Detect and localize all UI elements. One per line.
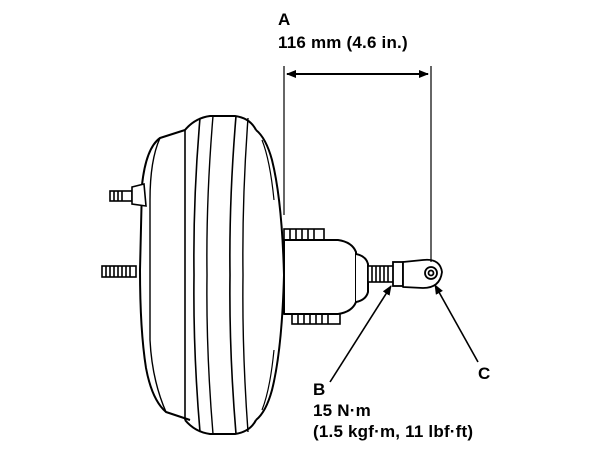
clevis — [402, 258, 443, 289]
booster-rear-shell — [139, 129, 191, 421]
leader-b — [329, 285, 392, 383]
booster-front-shell — [255, 129, 285, 421]
torque-alt-value: (1.5 kgf·m, 11 lbf·ft) — [313, 422, 474, 441]
rear-studs — [101, 182, 147, 278]
booster-rim — [184, 115, 257, 435]
callout-b-letter: B — [313, 380, 326, 399]
locknut — [392, 261, 404, 287]
pushrod — [367, 265, 397, 283]
leader-c — [434, 284, 479, 363]
callout-c-letter: C — [478, 364, 491, 383]
dimension-a-value: 116 mm (4.6 in.) — [278, 33, 408, 52]
dimension-a — [283, 66, 432, 262]
torque-metric-value: 15 N·m — [313, 401, 371, 420]
callout-a-letter: A — [278, 10, 291, 29]
booster-hub — [283, 239, 369, 315]
